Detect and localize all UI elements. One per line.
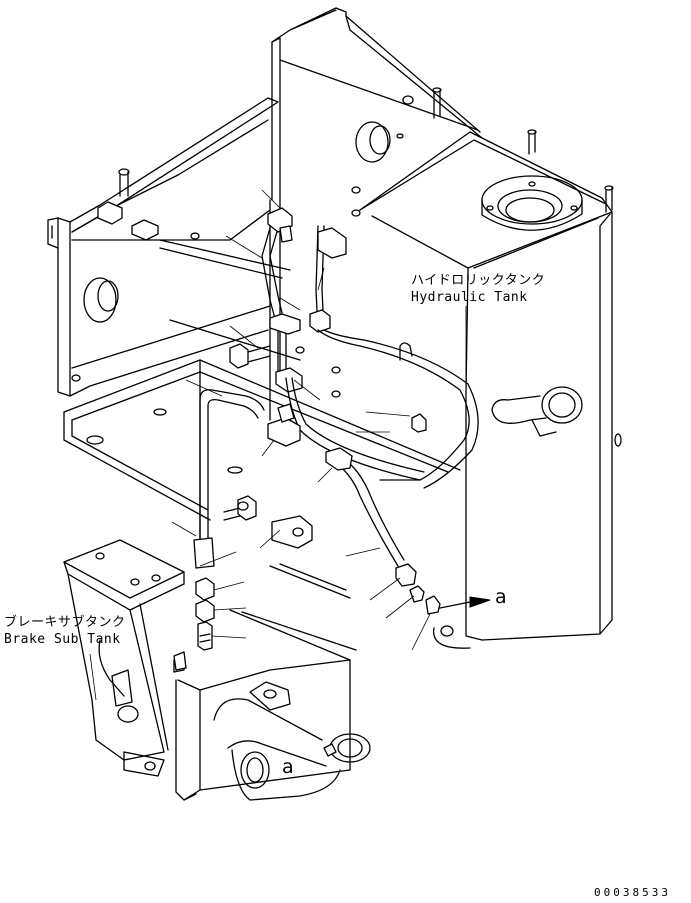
hydraulic-tank — [359, 131, 622, 649]
brake-sub-tank-label-en: Brake Sub Tank — [4, 632, 121, 647]
hydraulic-tank-label-en: Hydraulic Tank — [411, 290, 528, 305]
bottom-elbow-pipe — [213, 681, 371, 801]
leader-lines — [89, 189, 467, 701]
piping — [173, 207, 491, 671]
brake-sub-tank-label-jp: ブレーキサブタンク — [4, 615, 126, 630]
main-frame — [47, 7, 614, 771]
reference-a-right: a — [495, 586, 507, 608]
reference-a-bottom: a — [282, 756, 294, 778]
brake-sub-tank — [63, 539, 351, 801]
document-number: 00038533 — [594, 886, 671, 899]
hydraulic-tank-label-jp: ハイドロリックタンク — [411, 273, 546, 288]
